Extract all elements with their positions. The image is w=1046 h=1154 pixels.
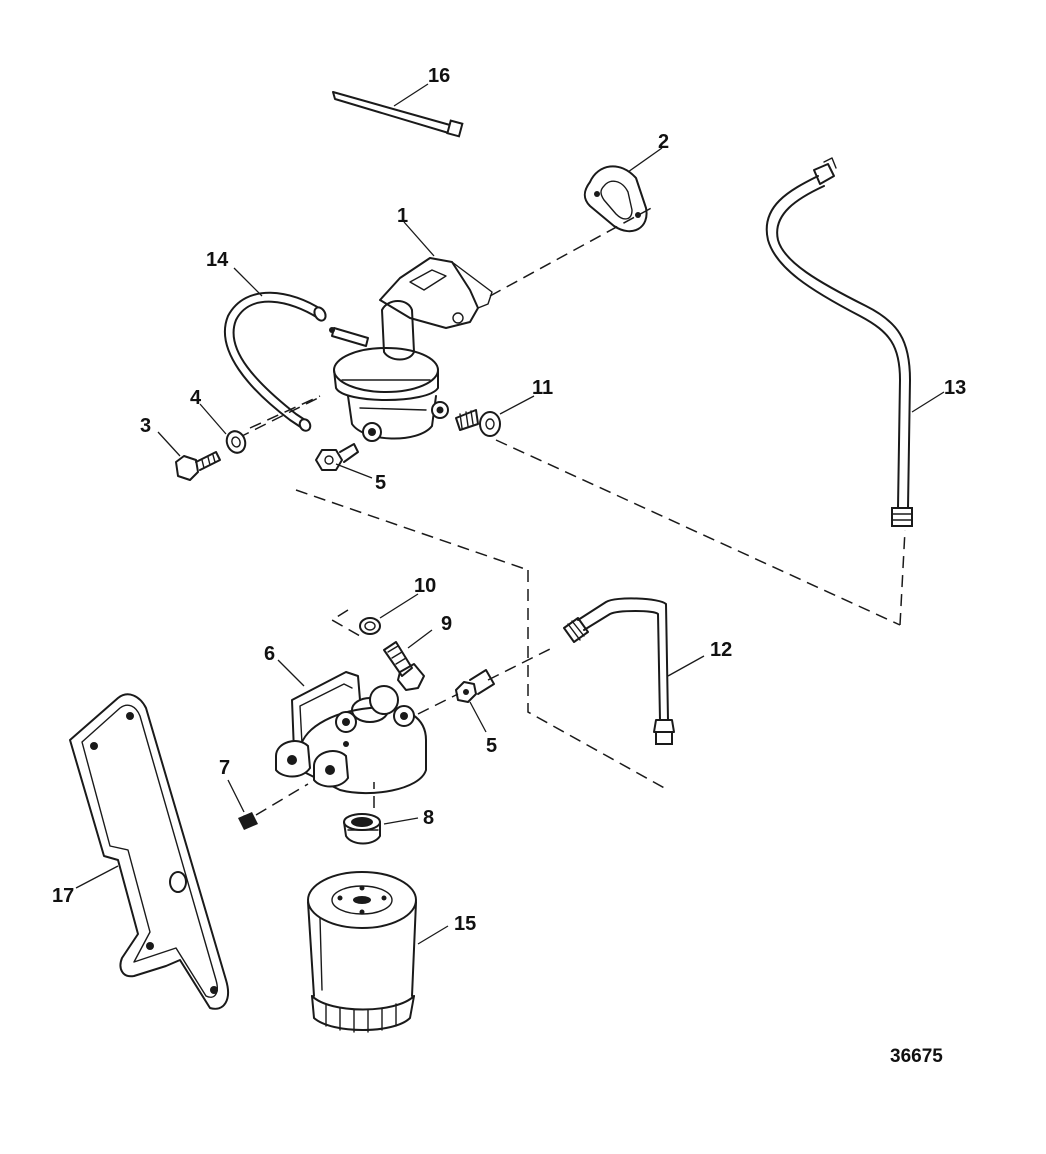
part-5-fitting-upper <box>315 443 359 471</box>
part-17-bracket <box>69 693 229 1010</box>
callout-5-upper: 5 <box>375 472 386 494</box>
part-8-adapter <box>343 813 381 845</box>
callout-12: 12 <box>710 639 732 661</box>
callout-1: 1 <box>397 205 408 227</box>
callout-7: 7 <box>219 757 230 779</box>
part-13-fuel-line <box>765 157 913 527</box>
part-10-seal <box>330 609 381 637</box>
callout-2: 2 <box>658 131 669 153</box>
part-6-filter-head <box>275 671 427 795</box>
callout-5-lower: 5 <box>486 735 497 757</box>
callout-3: 3 <box>140 415 151 437</box>
assembly-dash-lines <box>237 205 906 816</box>
callout-6: 6 <box>264 643 275 665</box>
leader-lines <box>75 83 945 945</box>
callout-11: 11 <box>532 377 553 399</box>
callout-16: 16 <box>428 65 450 87</box>
callout-9: 9 <box>441 613 452 635</box>
part-12-fuel-line <box>563 597 675 745</box>
callout-labels: 16 2 1 14 13 11 4 3 5 10 9 6 12 5 7 8 17… <box>52 65 966 1067</box>
part-4-washer <box>225 430 247 454</box>
part-7-set-screw <box>238 812 258 830</box>
callout-13: 13 <box>944 377 966 399</box>
callout-8: 8 <box>423 807 434 829</box>
part-2-gasket <box>583 165 648 233</box>
callout-14: 14 <box>206 249 229 271</box>
callout-10: 10 <box>414 575 436 597</box>
part-14-vent-hose <box>223 291 327 432</box>
part-11-elbow-fitting <box>455 409 501 437</box>
callout-17: 17 <box>52 885 74 907</box>
part-1-fuel-pump <box>329 257 493 442</box>
part-16-tie-strap <box>332 91 464 138</box>
part-9-bolt <box>383 641 425 691</box>
part-3-bolt <box>175 451 221 481</box>
part-15-fuel-filter <box>307 871 417 1033</box>
callout-15: 15 <box>454 913 476 935</box>
part-5-fitting-lower <box>455 669 495 703</box>
callout-4: 4 <box>190 387 202 409</box>
figure-id: 36675 <box>890 1046 943 1067</box>
